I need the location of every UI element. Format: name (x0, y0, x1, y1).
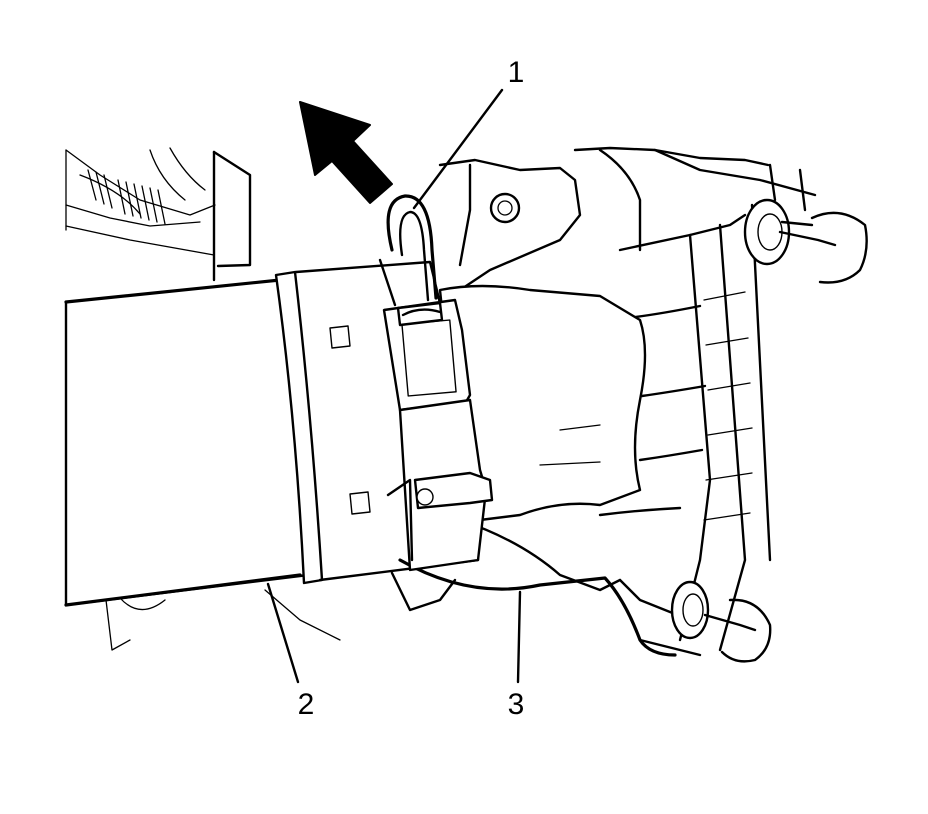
leader-lines (266, 88, 522, 684)
seal-gasket (390, 558, 677, 657)
upper-grommet (743, 198, 868, 284)
background-engine-detail (65, 147, 252, 282)
leader-line-3 (516, 590, 522, 684)
callout-1: 1 (508, 56, 525, 89)
retaining-clip (378, 194, 494, 572)
callout-3: 3 (508, 688, 525, 721)
leader-line-1 (412, 88, 504, 210)
air-duct-tube (64, 260, 480, 607)
lower-base-detail (105, 589, 341, 651)
duct-tabs (329, 325, 371, 515)
leader-line-2 (266, 582, 300, 684)
lower-grommet (670, 580, 772, 663)
callout-2: 2 (298, 688, 315, 721)
direction-arrow-icon (299, 101, 393, 204)
